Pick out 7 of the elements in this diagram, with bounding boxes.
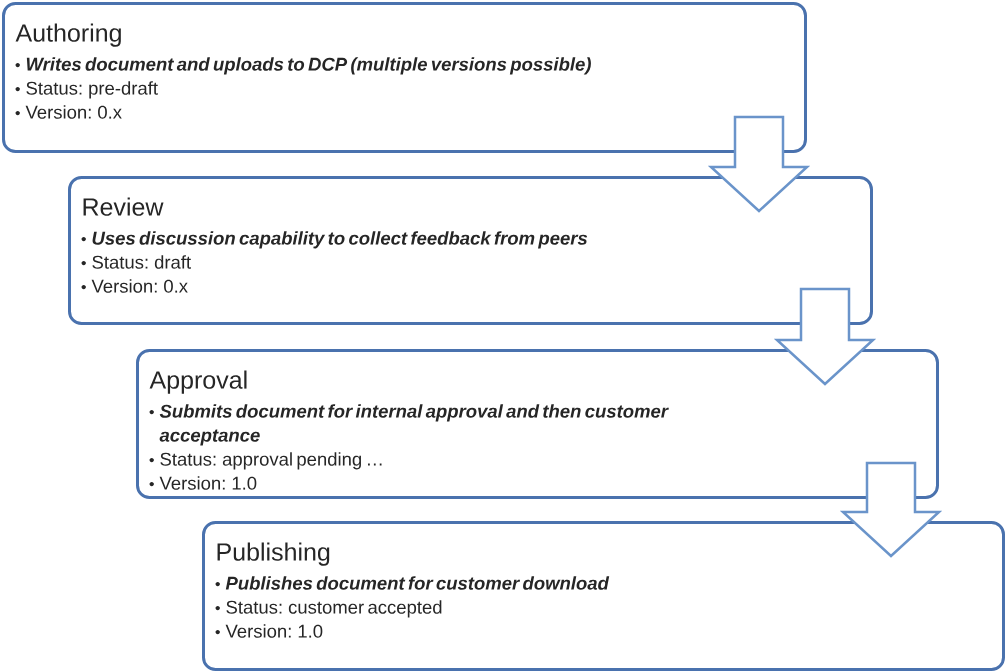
process-box: Review Uses discussion capability to collect feedback from peers Status: draft Version: 0.x [68,176,873,325]
process-box: Approval Submits document for internal approval and then customer acceptance Status: approval pending … Version: 1.0 [136,349,939,499]
block-arrow [839,461,943,558]
block-arrow [707,115,811,213]
process-box: Authoring Writes document and uploads to DCP (multiple versions possible) Status: pre-draft Version: 0.x [2,2,807,153]
block-arrow [773,287,877,386]
process-box: Publishing Publishes document for customer download Status: customer accepted Version: 1.0 [202,521,1005,671]
